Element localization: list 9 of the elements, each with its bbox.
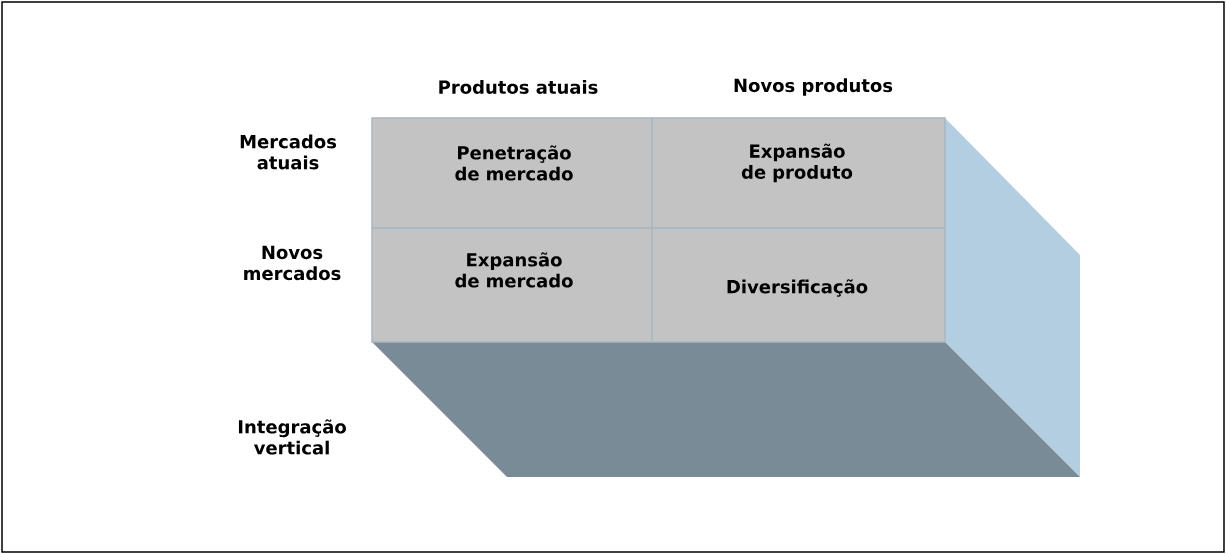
axis-label: Mercados atuais — [240, 134, 337, 170]
axis-label: Novos produtos — [734, 78, 893, 96]
axis-label: Integração vertical — [238, 419, 346, 455]
matrix-cell: Penetração de mercado — [371, 117, 653, 229]
matrix-cell: Expansão de mercado — [371, 227, 653, 343]
axis-label: Novos mercados — [244, 245, 341, 281]
matrix-cell: Diversificação — [651, 227, 946, 343]
matrix-cell: Expansão de produto — [651, 117, 946, 229]
axis-label: Produtos atuais — [439, 80, 598, 94]
